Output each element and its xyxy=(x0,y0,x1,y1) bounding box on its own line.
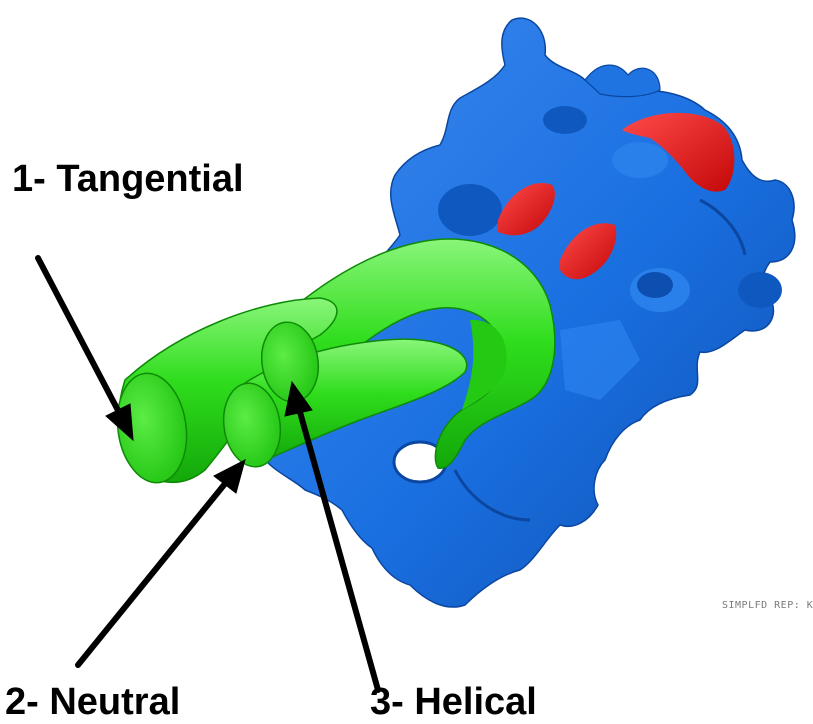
label-neutral: 2- Neutral xyxy=(5,683,180,721)
cad-caption: SIMPLFD REP: K xyxy=(722,600,813,611)
arrow-tangential xyxy=(38,258,133,440)
arrow-neutral xyxy=(78,460,245,665)
label-tangential: 1- Tangential xyxy=(12,160,244,198)
label-helical: 3- Helical xyxy=(370,683,537,721)
